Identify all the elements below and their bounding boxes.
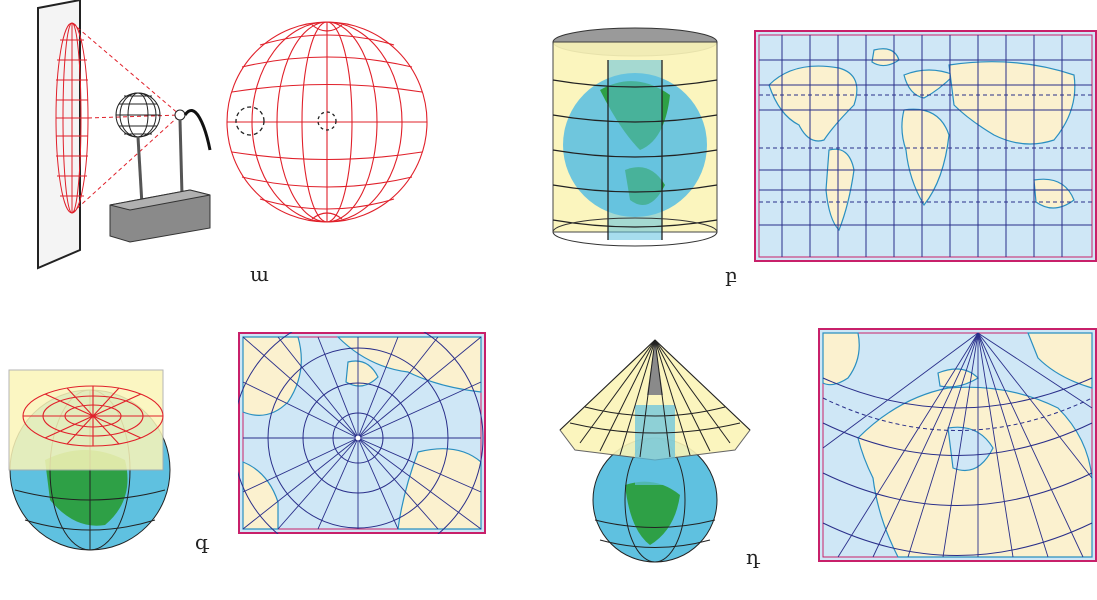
conic-north-america-map — [818, 328, 1097, 562]
label-a: ա — [250, 262, 269, 286]
projection-screen-illustration — [37, 0, 212, 270]
panel-cylindrical-projection: բ — [540, 0, 1097, 290]
label-b: բ — [725, 263, 738, 287]
cone-globe-illustration — [559, 339, 751, 563]
cylindrical-world-map — [754, 30, 1097, 262]
azimuthal-polar-map — [238, 332, 486, 534]
label-d: դ — [746, 545, 760, 569]
plane-globe-illustration — [8, 369, 171, 551]
cylinder-globe-illustration — [552, 27, 718, 247]
panel-conic-projection: դ — [540, 290, 1097, 569]
panel-azimuthal-projection: գ — [0, 290, 540, 566]
panel-perspective-projection: ա — [0, 0, 540, 290]
stereographic-graticule — [226, 21, 428, 223]
label-g: գ — [195, 530, 209, 554]
